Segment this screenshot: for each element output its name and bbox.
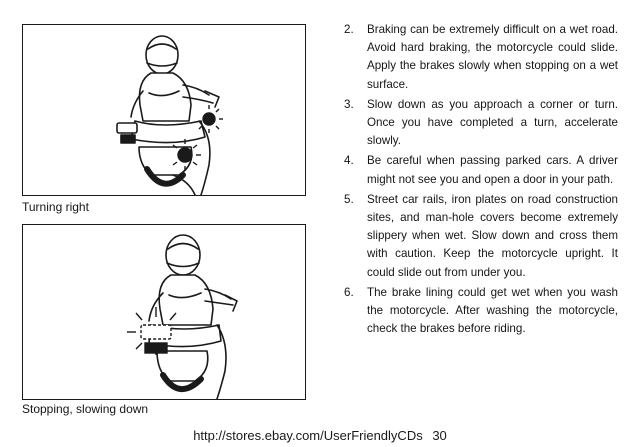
page-number: 30 — [432, 428, 447, 443]
list-item: 3. Slow down as you approach a corner or… — [340, 96, 618, 151]
list-item-text: Street car rails, iron plates on road co… — [367, 192, 618, 279]
page-footer: http://stores.ebay.com/UserFriendlyCDs 3… — [0, 428, 640, 443]
list-item: 6. The brake lining could get wet when y… — [340, 284, 618, 339]
list-item: 5. Street car rails, iron plates on road… — [340, 191, 618, 282]
rider-turning-right-drawing — [116, 35, 223, 195]
turning-right-illustration — [22, 24, 306, 196]
brake-light-flash-icon — [127, 307, 177, 355]
list-item-text: Braking can be extremely difficult on a … — [367, 23, 618, 91]
list-item-text: The brake lining could get wet when you … — [367, 285, 618, 336]
list-item-number: 2. — [344, 23, 354, 36]
turn-signal-flash-icon — [172, 105, 223, 171]
list-item-number: 6. — [344, 285, 354, 299]
wet-riding-safety-list: 2. Braking can be extremely difficult on… — [340, 21, 618, 340]
stopping-illustration — [22, 224, 306, 400]
list-item-text: Be careful when passing parked cars. A d… — [367, 154, 618, 186]
list-item-number: 3. — [344, 97, 354, 111]
list-item-number: 4. — [344, 154, 354, 168]
store-url-link[interactable]: http://stores.ebay.com/UserFriendlyCDs — [193, 428, 423, 443]
rider-stopping-drawing — [127, 234, 238, 399]
list-item-text: Slow down as you approach a corner or tu… — [367, 97, 618, 148]
figure-caption-turning-right: Turning right — [22, 200, 89, 214]
list-item: 4. Be careful when passing parked cars. … — [340, 152, 618, 188]
list-item-number: 5. — [344, 192, 354, 206]
figure-caption-stopping: Stopping, slowing down — [22, 402, 149, 416]
list-item: 2. Braking can be extremely difficult on… — [340, 21, 618, 94]
